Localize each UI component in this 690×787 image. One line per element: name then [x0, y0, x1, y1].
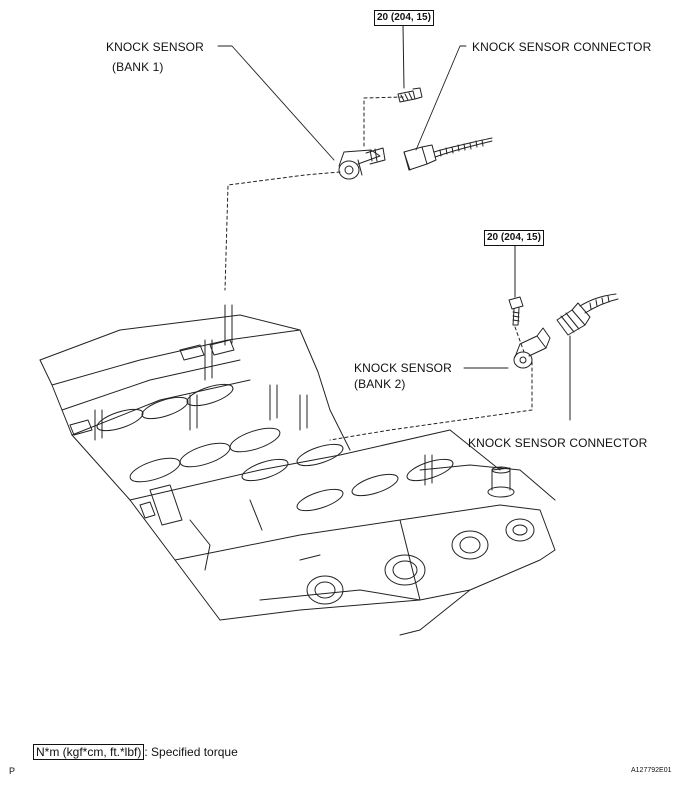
label-knock-sensor-connector-top: KNOCK SENSOR CONNECTOR	[472, 40, 652, 54]
figure-id: A127792E01	[631, 767, 672, 774]
torque-box-mid: 20 (204, 15)	[484, 230, 544, 246]
label-knock-sensor-bank2: KNOCK SENSOR	[354, 361, 452, 375]
knock-sensor-bank1-icon	[338, 147, 386, 180]
connector-bank2-icon	[556, 293, 619, 421]
bolt-bank2-icon	[508, 244, 524, 326]
knock-sensor-bank2-icon	[513, 327, 551, 369]
torque-box-top: 20 (204, 15)	[374, 10, 434, 26]
torque-legend: N*m (kgf*cm, ft.*lbf): Specified torque	[33, 744, 238, 760]
corner-mark: P	[9, 766, 16, 776]
connector-bank1-icon	[403, 137, 493, 171]
label-knock-sensor-connector-bottom: KNOCK SENSOR CONNECTOR	[468, 436, 648, 450]
legend-unit-box: N*m (kgf*cm, ft.*lbf)	[33, 744, 145, 760]
label-knock-sensor-bank1: KNOCK SENSOR	[106, 40, 204, 54]
legend-text: : Specified torque	[144, 745, 238, 759]
label-bank2: (BANK 2)	[354, 377, 406, 391]
engine-block-icon	[39, 304, 556, 636]
label-bank1: (BANK 1)	[112, 60, 164, 74]
leader-lines	[217, 45, 509, 369]
bolt-bank1-icon	[397, 24, 423, 103]
